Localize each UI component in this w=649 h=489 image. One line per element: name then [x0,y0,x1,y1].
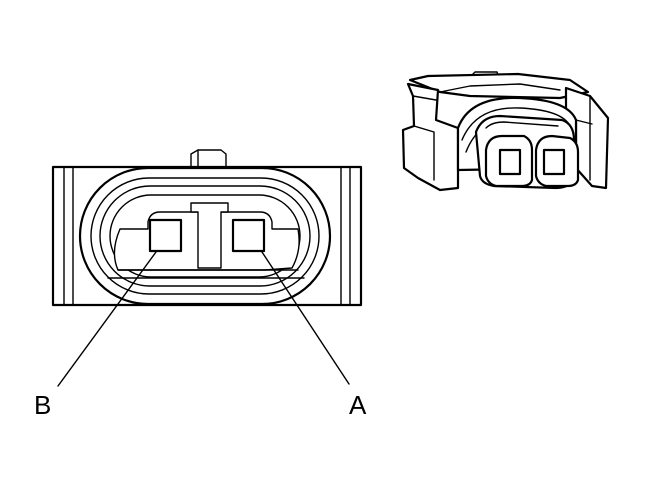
callout-leaders [57,251,350,387]
callout-label-a: A [349,390,367,420]
callout-label-b: B [34,390,51,420]
leader-line-b [57,251,157,387]
connector-face-view [51,149,363,307]
leader-line-a [261,251,350,385]
connector-isometric-view [401,71,610,192]
